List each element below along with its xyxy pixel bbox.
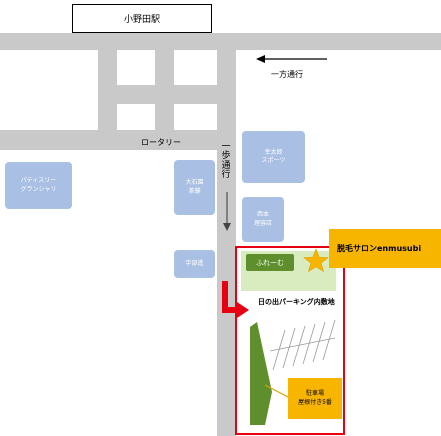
building-label: 大石園 茶舗 <box>185 179 204 195</box>
parking-stall-lines <box>269 319 336 371</box>
red-turn-arrow-icon <box>222 281 249 318</box>
star-icon <box>303 248 329 273</box>
road-vertical-left <box>98 45 117 150</box>
fureai-sign: ふれーむ <box>246 254 294 271</box>
building-utabe: 宇部進 <box>174 250 215 278</box>
station-box: 小野田駅 <box>72 4 212 33</box>
salon-name-box: 脱毛サロンenmusubi <box>329 229 441 268</box>
building-patisserie: パティスリー グランシャリ <box>5 162 72 209</box>
parking-spot-note: 駐車場 屋根付き5番 <box>288 378 342 419</box>
walking-path-label: 一 歩 通 行 <box>220 142 232 181</box>
road-vertical-right <box>217 45 236 436</box>
parking-spot-text: 駐車場 屋根付き5番 <box>298 389 332 406</box>
side-road-left <box>0 130 217 150</box>
walking-path-char: 行 <box>221 170 231 181</box>
building-label: 宇部進 <box>185 259 204 267</box>
building-label: 幸太郎 スポーツ <box>261 148 286 164</box>
station-name: 小野田駅 <box>123 15 160 25</box>
building-label: パティスリー グランシャリ <box>20 177 57 193</box>
fureai-label: ふれーむ <box>256 258 284 267</box>
parking-lot-label: 日の出パーキング内敷地 <box>258 298 335 306</box>
rotary-road <box>117 85 217 104</box>
walking-path-char: 通 <box>221 160 231 171</box>
arrow-down-icon <box>223 192 231 231</box>
building-kotaro-sports: 幸太郎 スポーツ <box>242 131 305 183</box>
one-way-label: 一方通行 <box>271 70 303 79</box>
arrow-left-icon <box>256 55 327 63</box>
walking-path-char: 歩 <box>221 151 231 162</box>
roofed-parking <box>250 322 272 425</box>
salon-name: 脱毛サロンenmusubi <box>337 244 422 253</box>
building-oishi-tea: 大石園 茶舗 <box>174 160 215 215</box>
walking-path-char: 一 <box>221 142 231 152</box>
building-label: 西本 理容店 <box>253 211 272 227</box>
building-nishimoto-barber: 西本 理容店 <box>242 197 284 242</box>
rotary-label: ロータリー <box>141 138 181 147</box>
